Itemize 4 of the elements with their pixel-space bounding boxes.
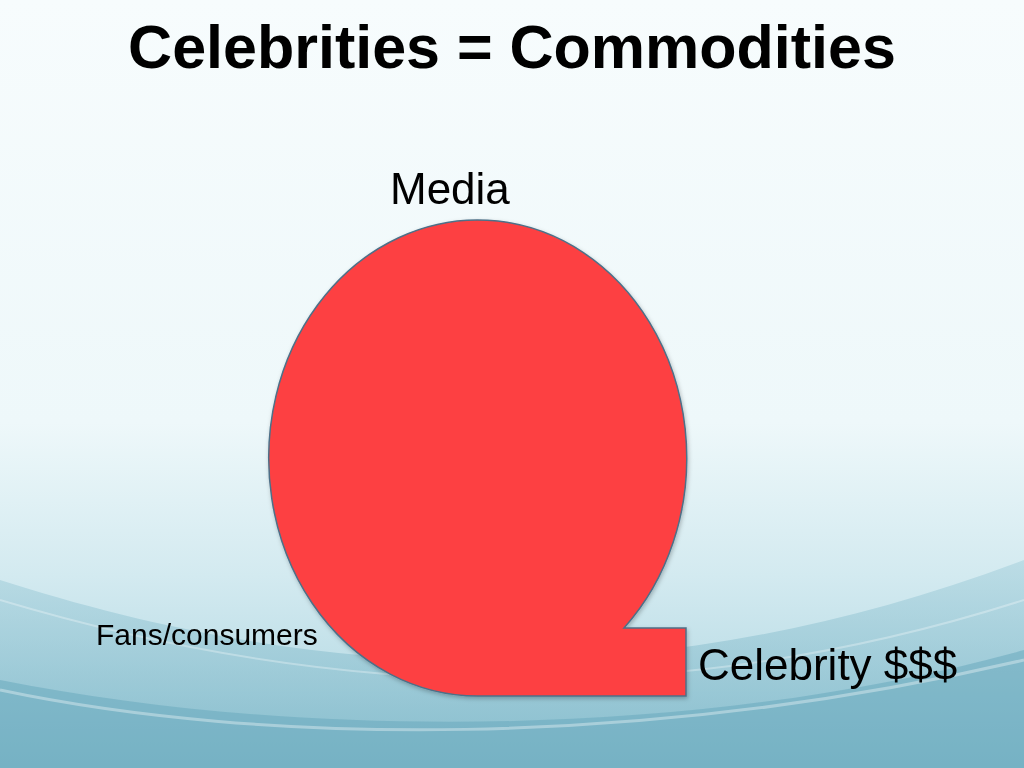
diagram-label: Fans/consumers [96, 618, 318, 653]
diagram-label: Media [390, 164, 510, 215]
diagram-label: Celebrity $$$ [698, 640, 958, 691]
slide-title: Celebrities = Commodities [127, 12, 897, 82]
